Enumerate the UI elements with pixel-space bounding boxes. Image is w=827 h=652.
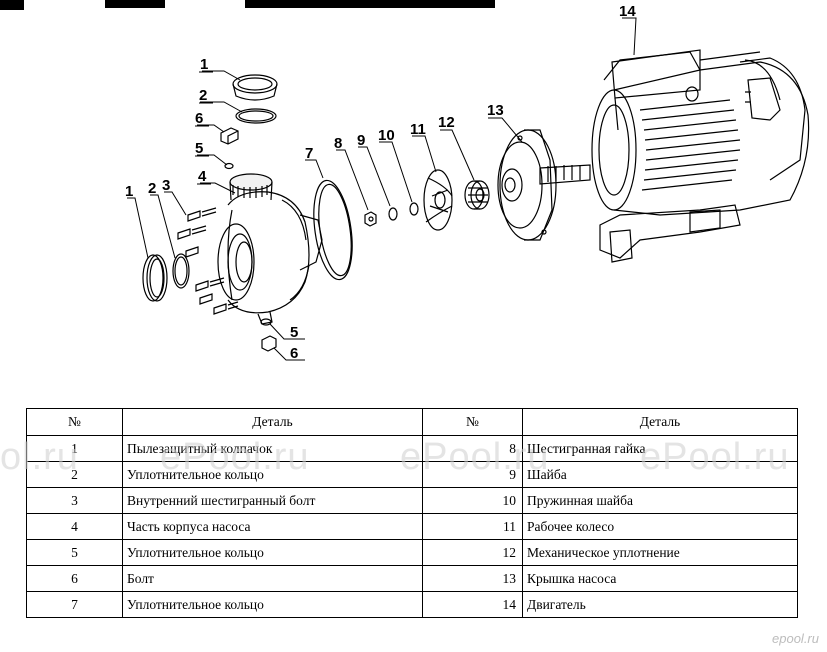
exploded-pump-diagram: 1 2 6 5 4 1 2 3 7 8 9 10 11 12 13 14 5 6: [125, 3, 810, 362]
row-number-left: 7: [26, 591, 123, 618]
callout-11: 11: [410, 121, 426, 138]
callout-1-top: 1: [200, 56, 208, 73]
row-part-left: Уплотнительное кольцо: [122, 539, 423, 566]
table-row: 3 Внутренний шестигранный болт 10 Пружин…: [26, 487, 798, 514]
table-row: 6 Болт 13 Крышка насоса: [26, 565, 798, 592]
callout-6-top: 6: [195, 110, 203, 127]
row-number-right: 11: [422, 513, 523, 540]
callout-2-top: 2: [199, 87, 207, 104]
row-number-right: 12: [422, 539, 523, 566]
row-part-right: Двигатель: [522, 591, 798, 618]
bolt-part-bottom: [261, 335, 277, 352]
title-fragment-right: [245, 0, 495, 8]
callout-8: 8: [334, 135, 342, 152]
o-ring-part-top: [235, 108, 277, 124]
callout-6-bottom: 6: [290, 345, 298, 362]
row-number-left: 4: [26, 513, 123, 540]
impeller-part: [423, 169, 453, 231]
title-fragment-left: [0, 0, 24, 10]
motor-part: [539, 49, 810, 263]
header-number-right: №: [422, 408, 523, 436]
header-part-right: Деталь: [522, 408, 798, 436]
row-part-left: Часть корпуса насоса: [122, 513, 423, 540]
dust-cap-part-top: [232, 74, 278, 101]
callout-10: 10: [378, 127, 395, 144]
row-part-right: Механическое уплотнение: [522, 539, 798, 566]
row-part-right: Рабочее колесо: [522, 513, 798, 540]
row-number-right: 10: [422, 487, 523, 514]
o-ring-part-left: [172, 253, 190, 289]
callout-13: 13: [487, 102, 504, 119]
callout-2-left: 2: [148, 180, 156, 197]
callout-12: 12: [438, 114, 455, 131]
callout-5-bottom: 5: [290, 324, 298, 341]
pump-housing-part: [217, 173, 323, 325]
callout-9: 9: [357, 132, 365, 149]
spring-washer-part: [409, 202, 419, 216]
table-row: 1 Пылезащитный колпачок 8 Шестигранная г…: [26, 435, 798, 462]
row-number-right: 8: [422, 435, 523, 462]
row-number-left: 2: [26, 461, 123, 488]
o-ring-part-large: [313, 179, 353, 281]
row-number-left: 1: [26, 435, 123, 462]
row-number-right: 14: [422, 591, 523, 618]
callout-5-top: 5: [195, 140, 203, 157]
row-part-left: Уплотнительное кольцо: [122, 591, 423, 618]
hex-bolts-part: [177, 207, 239, 315]
row-number-left: 5: [26, 539, 123, 566]
row-part-left: Уплотнительное кольцо: [122, 461, 423, 488]
row-part-right: Шайба: [522, 461, 798, 488]
mechanical-seal-part: [464, 180, 490, 210]
row-number-left: 3: [26, 487, 123, 514]
row-number-right: 9: [422, 461, 523, 488]
header-number-left: №: [26, 408, 123, 436]
table-row: 4 Часть корпуса насоса 11 Рабочее колесо: [26, 513, 798, 540]
table-row: 5 Уплотнительное кольцо 12 Механическое …: [26, 539, 798, 566]
table-row: 7 Уплотнительное кольцо 14 Двигатель: [26, 591, 798, 618]
seal-part-top: [224, 162, 234, 170]
title-fragment-mid: [105, 0, 165, 8]
row-part-right: Крышка насоса: [522, 565, 798, 592]
dust-cap-part-left: [142, 254, 168, 302]
row-part-left: Болт: [122, 565, 423, 592]
bolt-part-top: [220, 127, 239, 145]
row-number-left: 6: [26, 565, 123, 592]
callout-7: 7: [305, 145, 313, 162]
callout-14: 14: [619, 3, 636, 20]
seal-part-bottom: [260, 318, 272, 326]
row-part-right: Шестигранная гайка: [522, 435, 798, 462]
row-number-right: 13: [422, 565, 523, 592]
watermark-small: epool.ru: [772, 631, 819, 646]
row-part-left: Пылезащитный колпачок: [122, 435, 423, 462]
hex-nut-part: [364, 211, 377, 227]
row-part-left: Внутренний шестигранный болт: [122, 487, 423, 514]
pump-cover-part: [497, 129, 557, 241]
parts-table: № Деталь № Деталь 1 Пылезащитный колпачо…: [26, 408, 798, 618]
header-part-left: Деталь: [122, 408, 423, 436]
callout-1-left: 1: [125, 183, 133, 200]
table-header-row: № Деталь № Деталь: [26, 408, 798, 436]
callout-4: 4: [198, 168, 207, 185]
table-row: 2 Уплотнительное кольцо 9 Шайба: [26, 461, 798, 488]
washer-part: [388, 207, 398, 221]
row-part-right: Пружинная шайба: [522, 487, 798, 514]
callout-3: 3: [162, 177, 170, 194]
